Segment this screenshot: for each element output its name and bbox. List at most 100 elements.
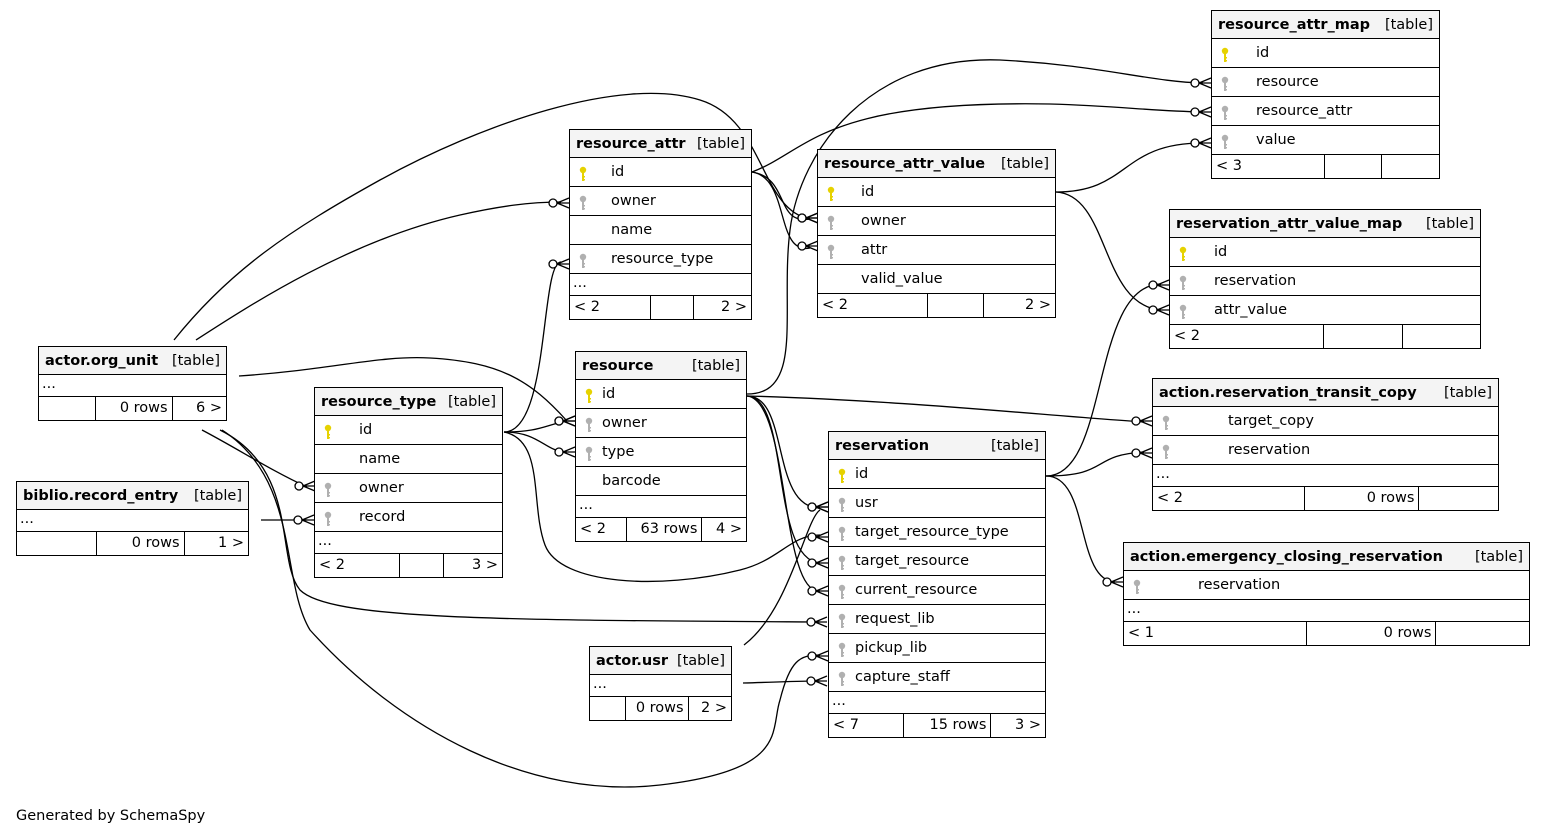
parents-count: < 1 bbox=[1124, 622, 1308, 645]
row-count bbox=[651, 296, 694, 319]
table-name[interactable]: resource_attr bbox=[576, 135, 686, 152]
optional-circle-marker bbox=[807, 532, 817, 542]
column-row[interactable]: type bbox=[576, 438, 746, 467]
more-columns-ellipsis: ... bbox=[1153, 465, 1498, 487]
crows-foot-marker bbox=[814, 675, 828, 687]
children-count: 3 > bbox=[1015, 717, 1041, 733]
column-row[interactable]: resource_type bbox=[570, 245, 751, 274]
column-name: reservation bbox=[1228, 442, 1311, 458]
optional-circle-marker bbox=[548, 259, 558, 269]
table-name[interactable]: resource_type bbox=[321, 393, 437, 410]
crows-foot-marker bbox=[562, 446, 576, 458]
column-row[interactable]: pickup_lib bbox=[829, 634, 1045, 663]
column-name: name bbox=[611, 222, 653, 238]
column-row[interactable]: current_resource bbox=[829, 576, 1045, 605]
foreign-key-icon bbox=[323, 480, 333, 497]
column-row[interactable]: target_resource_type bbox=[829, 518, 1045, 547]
column-row[interactable]: resource bbox=[1212, 68, 1439, 97]
relationship-line bbox=[746, 395, 821, 509]
table-name[interactable]: resource_attr_map bbox=[1218, 16, 1371, 33]
crows-foot-marker bbox=[815, 650, 829, 662]
column-row[interactable]: id bbox=[576, 380, 746, 409]
column-name: id bbox=[1256, 45, 1270, 61]
parents-count: < 3 bbox=[1212, 155, 1325, 178]
relationship-line bbox=[219, 429, 821, 623]
table-kind: [table] bbox=[696, 135, 745, 152]
column-row[interactable]: name bbox=[570, 216, 751, 245]
column-row[interactable]: barcode bbox=[576, 467, 746, 496]
column-row[interactable]: id bbox=[570, 158, 751, 187]
column-row[interactable]: reservation bbox=[1170, 267, 1480, 296]
table-name[interactable]: action.emergency_closing_reservation bbox=[1130, 548, 1443, 565]
foreign-key-icon bbox=[826, 213, 836, 230]
column-row[interactable]: resource_attr bbox=[1212, 97, 1439, 126]
optional-circle-marker bbox=[1131, 416, 1141, 426]
column-row[interactable]: valid_value bbox=[818, 265, 1055, 294]
optional-circle-marker bbox=[554, 416, 564, 426]
column-row[interactable]: target_copy bbox=[1153, 407, 1498, 436]
optional-circle-marker bbox=[806, 676, 816, 686]
column-row[interactable]: attr bbox=[818, 236, 1055, 265]
table-name[interactable]: biblio.record_entry bbox=[23, 487, 179, 504]
column-row[interactable]: reservation bbox=[1124, 571, 1529, 600]
table-name[interactable]: action.reservation_transit_copy bbox=[1159, 384, 1417, 401]
row-count: 0 rows bbox=[96, 397, 173, 420]
table-header: reservation[table] bbox=[829, 432, 1045, 460]
table-name[interactable]: actor.usr bbox=[596, 652, 668, 669]
optional-circle-marker bbox=[1131, 448, 1141, 458]
column-row[interactable]: record bbox=[315, 503, 502, 532]
foreign-key-icon bbox=[323, 509, 333, 526]
parents-count: < 2 bbox=[315, 554, 401, 577]
crows-foot-marker bbox=[1139, 415, 1153, 427]
children-count: 3 > bbox=[472, 557, 499, 573]
table-name[interactable]: actor.org_unit bbox=[45, 352, 159, 369]
table-header: action.reservation_transit_copy[table] bbox=[1153, 379, 1498, 407]
column-name: current_resource bbox=[855, 582, 978, 598]
crows-foot-marker bbox=[556, 258, 570, 270]
column-row[interactable]: value bbox=[1212, 126, 1439, 155]
more-columns-ellipsis: ... bbox=[829, 692, 1045, 714]
column-row[interactable]: attr_value bbox=[1170, 296, 1480, 325]
column-row[interactable]: request_lib bbox=[829, 605, 1045, 634]
column-row[interactable]: id bbox=[315, 416, 502, 445]
table-header: resource_attr_value[table] bbox=[818, 150, 1055, 178]
crows-foot-marker bbox=[301, 514, 315, 526]
crows-foot-marker bbox=[815, 531, 829, 543]
column-row[interactable]: owner bbox=[818, 207, 1055, 236]
column-row[interactable]: owner bbox=[315, 474, 502, 503]
optional-circle-marker bbox=[548, 198, 558, 208]
relationship-line bbox=[746, 395, 1145, 423]
column-row[interactable]: id bbox=[1170, 238, 1480, 267]
column-row[interactable]: name bbox=[315, 445, 502, 474]
table-name[interactable]: resource bbox=[582, 357, 654, 374]
column-row[interactable]: reservation bbox=[1153, 436, 1498, 465]
table-name[interactable]: reservation_attr_value_map bbox=[1176, 215, 1403, 232]
column-name: request_lib bbox=[855, 611, 935, 627]
column-row[interactable]: capture_staff bbox=[829, 663, 1045, 692]
relationship-line bbox=[1045, 451, 1145, 477]
column-row[interactable]: usr bbox=[829, 489, 1045, 518]
table-name[interactable]: reservation bbox=[835, 437, 930, 454]
table-action-reservation-transit-copy[interactable]: action.reservation_transit_copy[table]ta… bbox=[1152, 378, 1499, 511]
column-row[interactable]: id bbox=[829, 460, 1045, 489]
children-count bbox=[1382, 155, 1440, 178]
column-row[interactable]: id bbox=[1212, 39, 1439, 68]
table-action-emergency-closing-reservation[interactable]: action.emergency_closing_reservation[tab… bbox=[1123, 542, 1530, 646]
column-row[interactable]: owner bbox=[570, 187, 751, 216]
primary-key-icon bbox=[578, 164, 588, 181]
column-row[interactable]: id bbox=[818, 178, 1055, 207]
column-row[interactable]: owner bbox=[576, 409, 746, 438]
table-name[interactable]: resource_attr_value bbox=[824, 155, 986, 172]
column-row[interactable]: target_resource bbox=[829, 547, 1045, 576]
